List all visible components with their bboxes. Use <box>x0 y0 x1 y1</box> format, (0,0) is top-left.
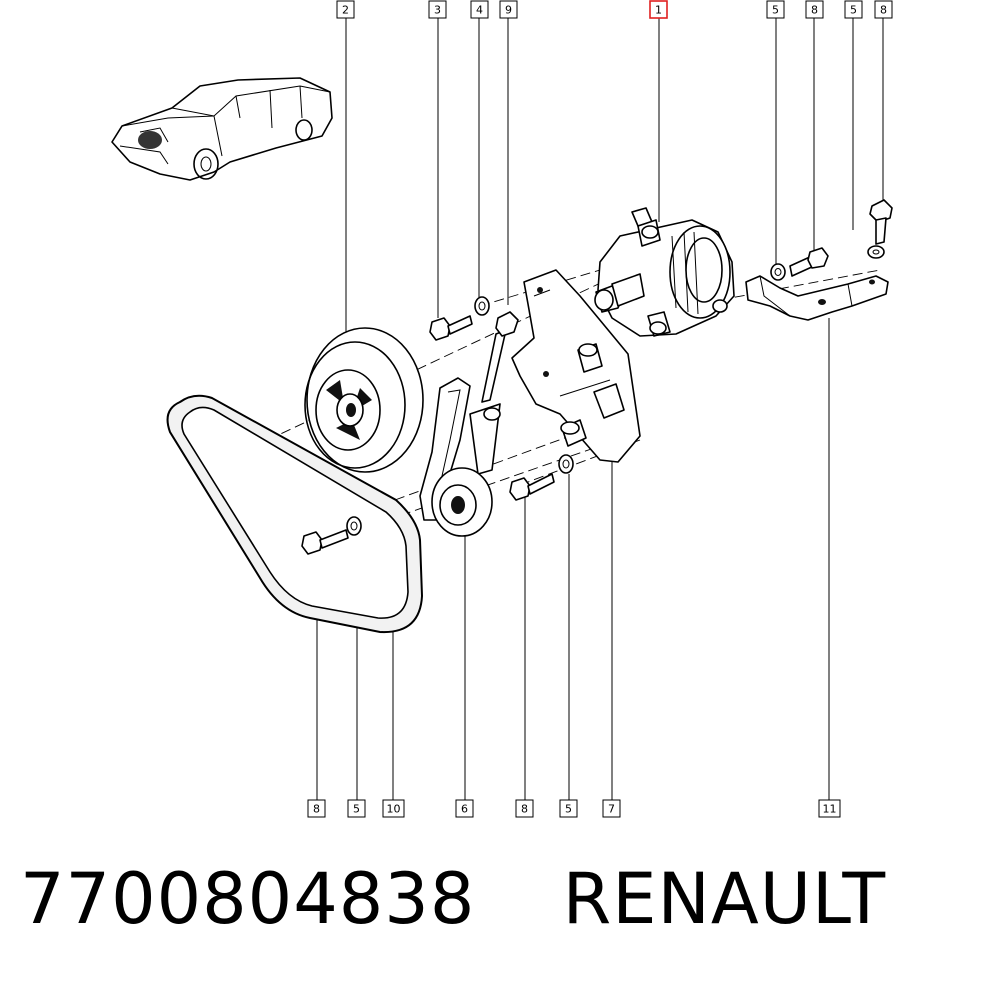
callout-top-9[interactable]: 9 <box>499 0 518 19</box>
bolt-lower-middle <box>509 454 574 501</box>
highlighted-area-marker <box>138 131 162 149</box>
svg-text:2: 2 <box>342 4 349 17</box>
svg-text:11: 11 <box>823 803 837 816</box>
callout-bottom-6[interactable]: 6 <box>455 799 474 818</box>
svg-text:8: 8 <box>880 4 887 17</box>
callout-top-5a[interactable]: 5 <box>766 0 785 19</box>
callout-top-2[interactable]: 2 <box>336 0 355 19</box>
callout-top-8b[interactable]: 8 <box>874 0 893 19</box>
svg-text:10: 10 <box>387 803 401 816</box>
brand-name: RENAULT <box>562 858 887 940</box>
svg-text:5: 5 <box>565 803 572 816</box>
power-steering-pump <box>594 207 735 337</box>
callout-bottom-10[interactable]: 10 <box>382 799 405 818</box>
vehicle-location-thumbnail <box>111 77 333 181</box>
callout-bottom-5b[interactable]: 5 <box>559 799 578 818</box>
svg-text:1: 1 <box>655 4 662 17</box>
svg-text:8: 8 <box>521 803 528 816</box>
callout-bottom-8b[interactable]: 8 <box>515 799 534 818</box>
svg-text:3: 3 <box>434 4 441 17</box>
rear-support-bracket <box>745 275 889 321</box>
callout-top-8a[interactable]: 8 <box>805 0 824 19</box>
svg-text:5: 5 <box>772 4 779 17</box>
bolt-upper-left <box>429 296 490 341</box>
callout-top-3[interactable]: 3 <box>428 0 447 19</box>
svg-text:6: 6 <box>461 803 468 816</box>
crank-pulley <box>304 327 424 473</box>
callout-bottom-7[interactable]: 7 <box>602 799 621 818</box>
part-caption: 7700804838 RENAULT <box>20 858 886 948</box>
pump-mounting-bracket <box>511 269 641 463</box>
callout-top-5b[interactable]: 5 <box>844 0 863 19</box>
svg-text:5: 5 <box>353 803 360 816</box>
callout-bottom-5a[interactable]: 5 <box>347 799 366 818</box>
svg-text:4: 4 <box>476 4 483 17</box>
svg-text:8: 8 <box>313 803 320 816</box>
bolt-upper-right <box>770 247 829 281</box>
bolt-lower-left <box>301 516 362 555</box>
tensioner-assembly <box>419 311 519 537</box>
svg-text:5: 5 <box>850 4 857 17</box>
svg-text:8: 8 <box>811 4 818 17</box>
bolt-far-right <box>867 199 893 259</box>
callout-bottom-8a[interactable]: 8 <box>307 799 326 818</box>
svg-text:7: 7 <box>608 803 615 816</box>
callout-bottom-11[interactable]: 11 <box>818 799 841 818</box>
callout-top-4[interactable]: 4 <box>470 0 489 19</box>
callout-top-1-highlighted[interactable]: 1 <box>649 0 668 19</box>
svg-text:9: 9 <box>505 4 512 17</box>
drive-belt <box>166 394 424 634</box>
part-number: 7700804838 <box>20 858 476 940</box>
